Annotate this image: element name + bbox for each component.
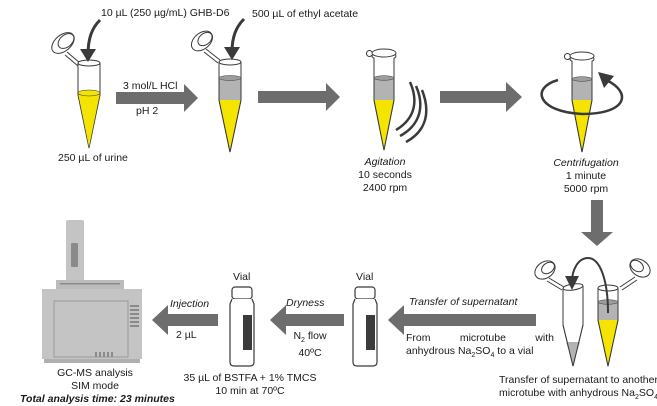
ethyl-acetate-reagent-label: 500 µL of ethyl acetate: [252, 8, 359, 20]
centrifugation-caption: Centrifugation 1 minute 5000 rpm: [546, 157, 626, 196]
dryness-gas: N2 flow: [293, 330, 327, 345]
agitation-title: Agitation: [364, 156, 406, 168]
process-arrow-dryness: [270, 305, 344, 335]
vial-label-transfer: Vial: [356, 271, 374, 283]
dryness-conditions: N2 flow 40ºC: [286, 330, 334, 360]
aqueous-layer: [219, 100, 241, 151]
vial-derivatization: [229, 286, 255, 367]
microtube-agitation: [365, 48, 397, 151]
transfer-curve-arrow-icon: [565, 256, 609, 314]
gcms-mode-label: SIM mode: [71, 380, 119, 392]
agitation-caption: Agitation 10 seconds 2400 rpm: [350, 156, 420, 195]
microtube-centrifugation: [563, 51, 595, 153]
transfer-tube-caption: Transfer of supernatant to another micro…: [499, 374, 657, 404]
gcms-caption: GC-MS analysis SIM mode Total analysis t…: [20, 367, 175, 406]
urine-liquid: [78, 93, 100, 147]
total-analysis-time: Total analysis time: 23 minutes: [20, 393, 175, 405]
derivatization-reagent: 35 µL of BSTFA + 1% TMCS: [183, 372, 317, 384]
organic-layer: [219, 78, 241, 100]
microtube-urine: [51, 32, 101, 149]
injection-title: Injection: [170, 298, 210, 310]
gcms-analysis-label: GC-MS analysis: [57, 367, 133, 379]
process-arrow-transfer: [388, 305, 536, 335]
rotation-arrow-icon: [540, 72, 624, 116]
centrifugation-speed: 5000 rpm: [563, 183, 609, 195]
derivatization-conditions: 10 min at 70ºC: [215, 385, 285, 397]
centrifugation-duration: 1 minute: [565, 170, 607, 182]
transfer-tube-caption-line1: Transfer of supernatant to another: [499, 374, 657, 386]
vial-transfer: [352, 286, 378, 367]
hcl-label: 3 mol/L HCl: [123, 80, 178, 92]
process-arrow-1: [116, 84, 198, 112]
centrifugation-title: Centrifugation: [553, 157, 619, 169]
agitation-duration: 10 seconds: [358, 169, 412, 181]
dryness-title: Dryness: [286, 297, 325, 309]
microtube-ethyl-acetate: [190, 30, 242, 153]
tube-cap-open: [51, 32, 81, 67]
dryness-temperature: 40ºC: [298, 347, 322, 360]
vibration-lines-icon: [395, 81, 428, 144]
urine-volume-label: 250 µL of urine: [58, 152, 128, 164]
transfer-vial-description: From microtube with anhydrous Na2SO4 to …: [406, 332, 554, 362]
process-arrow-down: [581, 200, 613, 246]
microtube-supernatant: [597, 258, 651, 367]
injection-volume: 2 µL: [176, 329, 197, 341]
process-arrow-3: [440, 82, 522, 112]
transfer-tube-caption-line2: microtube with anhydrous Na2SO4: [499, 387, 657, 402]
process-arrow-injection: [152, 305, 218, 335]
transfer-supernatant-title: Transfer of supernatant: [409, 296, 518, 308]
ph-label: pH 2: [136, 105, 159, 117]
process-arrow-2: [258, 83, 340, 111]
gc-ms-instrument-icon: [42, 220, 142, 363]
agitation-speed: 2400 rpm: [362, 182, 408, 194]
transfer-vial-line1: From microtube with: [406, 332, 554, 344]
derivatization-caption: 35 µL of BSTFA + 1% TMCS 10 min at 70ºC: [180, 372, 320, 398]
vial-label-derivatization: Vial: [233, 271, 251, 283]
transfer-vial-line2: anhydrous Na2SO4 to a vial: [406, 345, 534, 360]
ghb-d6-reagent-label: 10 µL (250 µg/mL) GHB-D6: [101, 7, 230, 19]
